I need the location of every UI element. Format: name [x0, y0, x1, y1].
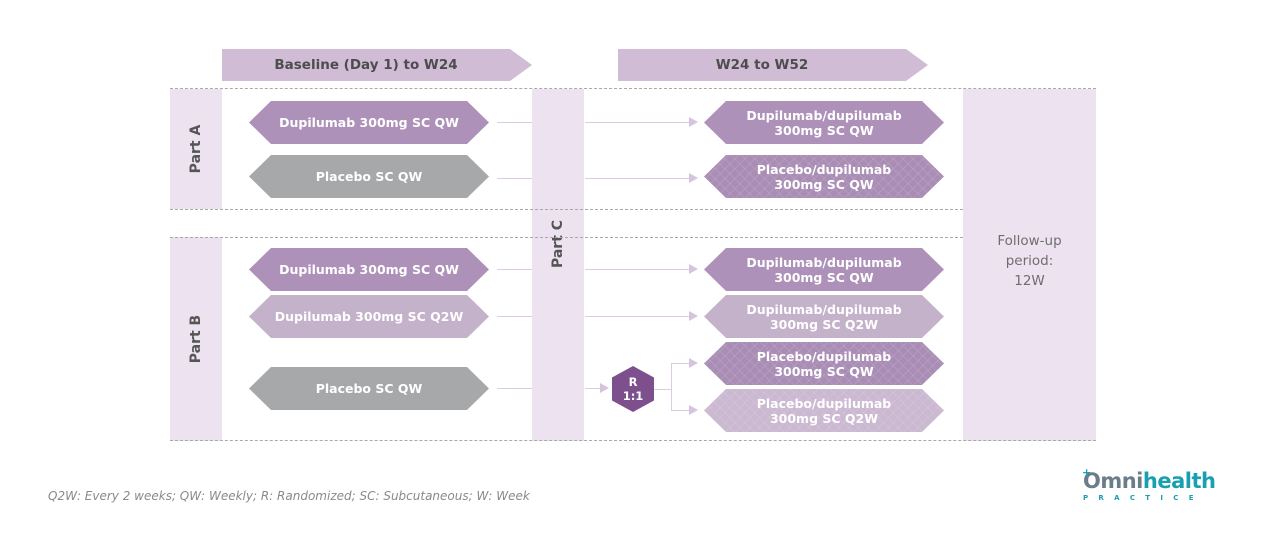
arm-label: Placebo SC QW — [315, 169, 423, 184]
part-b-ext-dupilumab-qw: Dupilumab/dupilumab 300mg SC QW — [704, 248, 944, 291]
part-a-arm-dupilumab-qw: Dupilumab 300mg SC QW — [249, 101, 489, 144]
part-b-ext-dupilumab-q2w: Dupilumab/dupilumab 300mg SC Q2W — [704, 295, 944, 338]
randomization-node: R 1:1 — [612, 366, 654, 412]
arrow-right-icon — [600, 383, 609, 393]
part-c-band: Part C — [532, 89, 584, 441]
logo-prefix: Omni — [1083, 469, 1143, 493]
divider-top — [170, 88, 1096, 89]
followup-text: Follow-up period: 12W — [963, 230, 1096, 292]
phase-header-baseline: Baseline (Day 1) to W24 — [222, 49, 532, 81]
abbreviations-footnote: Q2W: Every 2 weeks; QW: Weekly; R: Rando… — [48, 489, 530, 503]
part-a-ext-placebo-dupilumab-qw: Placebo/dupilumab 300mg SC QW — [704, 155, 944, 198]
connector-line — [497, 269, 532, 270]
connector-line — [585, 388, 601, 389]
connector-line — [585, 269, 690, 270]
arm-label-line1: Dupilumab/dupilumab — [746, 301, 902, 317]
arm-label-line1: Placebo/dupilumab — [756, 161, 892, 177]
logo-wordmark: Omnihealth — [1083, 470, 1223, 492]
part-b-label: Part B — [188, 314, 204, 364]
followup-line2: period: — [1005, 253, 1054, 269]
arm-label-line1: Placebo/dupilumab — [756, 348, 892, 364]
connector-branch — [671, 363, 672, 411]
arm-label-line1: Placebo/dupilumab — [756, 395, 892, 411]
followup-band — [963, 89, 1096, 441]
arm-label-line2: 300mg SC QW — [774, 176, 874, 192]
phase-header-extension: W24 to W52 — [618, 49, 928, 81]
part-b-ext-placebo-dupilumab-q2w: Placebo/dupilumab 300mg SC Q2W — [704, 389, 944, 432]
connector-line — [497, 388, 532, 389]
part-b-ext-placebo-dupilumab-qw: Placebo/dupilumab 300mg SC QW — [704, 342, 944, 385]
part-c-label: Part C — [550, 219, 566, 268]
arrow-right-icon — [689, 405, 698, 415]
part-b-band: Part B — [170, 237, 222, 441]
arm-label-line1: Dupilumab/dupilumab — [746, 107, 902, 123]
connector-line — [497, 178, 532, 179]
arm-label: Dupilumab 300mg SC QW — [279, 262, 459, 277]
connector-line — [654, 389, 671, 390]
randomization-label: R — [628, 375, 638, 389]
logo-main-text: health — [1142, 469, 1216, 493]
arm-label-line2: 300mg SC QW — [774, 363, 874, 379]
arrow-right-icon — [689, 173, 698, 183]
connector-line — [497, 316, 532, 317]
connector-line — [497, 122, 532, 123]
plus-icon: + — [1082, 466, 1092, 479]
arrow-right-icon — [689, 311, 698, 321]
arrow-right-icon — [689, 117, 698, 127]
connector-line — [671, 410, 690, 411]
randomization-ratio: 1:1 — [622, 389, 644, 403]
arm-label-line2: 300mg SC Q2W — [769, 316, 879, 332]
omnihealth-logo: + Omnihealth PRACTICE — [1082, 466, 1223, 502]
phase-header-extension-label: W24 to W52 — [715, 57, 809, 73]
divider-part-b-top — [170, 237, 963, 238]
part-b-arm-dupilumab-qw: Dupilumab 300mg SC QW — [249, 248, 489, 291]
arm-label-line2: 300mg SC QW — [774, 122, 874, 138]
arm-label: Dupilumab 300mg SC QW — [279, 115, 459, 130]
phase-header-baseline-label: Baseline (Day 1) to W24 — [274, 57, 458, 73]
connector-line — [671, 363, 690, 364]
arm-label-line1: Dupilumab/dupilumab — [746, 254, 902, 270]
connector-line — [585, 316, 690, 317]
followup-line3: 12W — [1014, 273, 1045, 289]
arrow-right-icon — [689, 358, 698, 368]
connector-line — [585, 122, 690, 123]
part-a-band: Part A — [170, 89, 222, 209]
divider-bottom — [170, 440, 1096, 441]
arrow-right-icon — [689, 264, 698, 274]
arm-label-line2: 300mg SC QW — [774, 269, 874, 285]
logo-subtitle: PRACTICE — [1083, 494, 1204, 502]
part-b-arm-dupilumab-q2w: Dupilumab 300mg SC Q2W — [249, 295, 489, 338]
part-b-arm-placebo: Placebo SC QW — [249, 367, 489, 410]
part-a-label: Part A — [188, 124, 204, 174]
arm-label-line2: 300mg SC Q2W — [769, 410, 879, 426]
part-a-ext-dupilumab-qw: Dupilumab/dupilumab 300mg SC QW — [704, 101, 944, 144]
arm-label: Dupilumab 300mg SC Q2W — [274, 309, 464, 324]
part-a-arm-placebo: Placebo SC QW — [249, 155, 489, 198]
arm-label: Placebo SC QW — [315, 381, 423, 396]
divider-part-a-bottom — [170, 209, 963, 210]
followup-line1: Follow-up — [997, 233, 1062, 249]
connector-line — [585, 178, 690, 179]
